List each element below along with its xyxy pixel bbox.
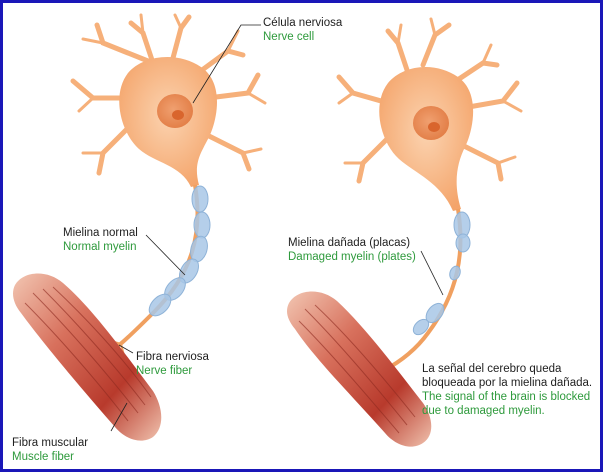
damaged-myelin-label: Mielina dañada (placas) Damaged myelin (… bbox=[288, 236, 416, 264]
muscle-fiber-label: Fibra muscular Muscle fiber bbox=[12, 436, 88, 464]
signal-note-en-line1: The signal of the brain is blocked bbox=[422, 390, 592, 404]
muscle-fiber-label-es: Fibra muscular bbox=[12, 436, 88, 450]
signal-note-es-line1: La señal del cerebro queda bbox=[422, 362, 592, 376]
damaged-myelin-label-es: Mielina dañada (placas) bbox=[288, 236, 416, 250]
normal-myelin-sheath bbox=[145, 186, 210, 320]
normal-myelin-label-es: Mielina normal bbox=[63, 226, 138, 240]
nerve-cell-label-en: Nerve cell bbox=[263, 30, 342, 44]
nerve-fiber-label: Fibra nerviosa Nerve fiber bbox=[136, 350, 209, 378]
nerve-fiber-label-es: Fibra nerviosa bbox=[136, 350, 209, 364]
nerve-cell-label: Célula nerviosa Nerve cell bbox=[263, 16, 342, 44]
normal-myelin-label: Mielina normal Normal myelin bbox=[63, 226, 138, 254]
nerve-cell-label-es: Célula nerviosa bbox=[263, 16, 342, 30]
signal-note-es-line2: bloqueada por la mielina dañada. bbox=[422, 376, 592, 390]
normal-neuron bbox=[73, 15, 265, 367]
signal-blocked-note: La señal del cerebro queda bloqueada por… bbox=[422, 362, 592, 418]
damaged-axon bbox=[383, 209, 460, 371]
muscle-fiber-label-en: Muscle fiber bbox=[12, 450, 88, 464]
normal-myelin-label-en: Normal myelin bbox=[63, 240, 138, 254]
nerve-fiber-label-en: Nerve fiber bbox=[136, 364, 209, 378]
damaged-muscle bbox=[287, 291, 431, 446]
damaged-myelin-label-en: Damaged myelin (plates) bbox=[288, 250, 416, 264]
signal-note-en-line2: due to damaged myelin. bbox=[422, 404, 592, 418]
damaged-myelin-sheath bbox=[410, 212, 470, 338]
